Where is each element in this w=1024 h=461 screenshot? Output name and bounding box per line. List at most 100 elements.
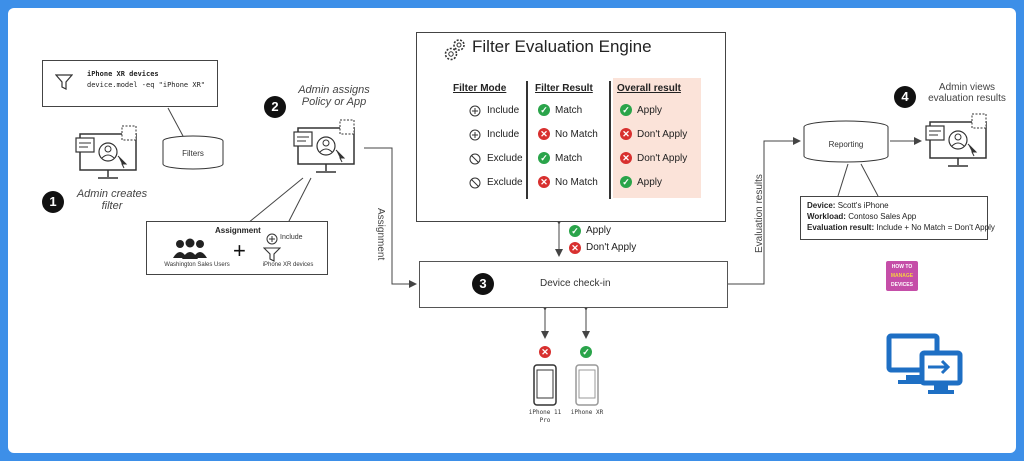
step-1-badge: 1 <box>42 191 64 213</box>
step-1-line1: Admin creates <box>76 188 148 200</box>
phone2-status-check-icon: ✓ <box>580 346 592 358</box>
assignment-box: Assignment Washington Sales Users + Incl… <box>146 221 328 275</box>
x-circle-icon: ✕ <box>538 128 550 140</box>
admin-computer-icon <box>75 125 137 179</box>
legend-apply-check-icon: ✓ <box>569 225 581 237</box>
report-callout-line-2 <box>860 163 879 197</box>
assign-callout-line <box>247 177 304 224</box>
row-1-overall: Apply <box>637 105 663 116</box>
info-eval-value: Include + No Match = Don't Apply <box>876 223 995 232</box>
step-4-badge: 4 <box>894 86 916 108</box>
assignment-title: Assignment <box>215 226 261 235</box>
assignment-plus: + <box>233 238 246 263</box>
phone1-label: iPhone 11 Pro <box>522 409 568 425</box>
assignment-group-label: Washington Sales Users <box>164 262 230 268</box>
info-device-key: Device: <box>807 201 836 210</box>
check-circle-icon: ✓ <box>538 152 550 164</box>
step-4-caption: Admin views evaluation results <box>922 82 1012 104</box>
filters-database-icon <box>162 135 224 170</box>
info-workload-row: Workload: Contoso Sales App <box>807 212 916 221</box>
reporting-label: Reporting <box>828 140 864 149</box>
remote-desktop-icon <box>886 333 963 394</box>
logo-line3: DEVICES <box>891 282 913 288</box>
row-3-overall: Don't Apply <box>637 153 688 164</box>
info-eval-key: Evaluation result: <box>807 223 875 232</box>
connector-lines <box>167 107 922 339</box>
info-device-value: Scott's iPhone <box>837 201 889 210</box>
step-2-caption: Admin assigns Policy or App <box>292 84 376 108</box>
step-3-badge: 3 <box>472 273 494 295</box>
phone1-label-line1: iPhone 11 <box>528 409 562 416</box>
step-4-line1: Admin views <box>938 82 996 93</box>
assignment-arrow-label: Assignment <box>375 208 386 261</box>
logo-line2: MANAGE <box>890 273 914 279</box>
evaluation-arrow <box>727 137 801 285</box>
step-2-line1: Admin assigns <box>298 84 370 96</box>
phone-iphone11pro-icon <box>533 364 557 406</box>
x-circle-icon: ✕ <box>538 176 550 188</box>
filter-evaluation-engine: Filter Evaluation Engine Filter Mode Fil… <box>416 32 726 222</box>
step-1-line2: filter <box>101 200 123 212</box>
assignment-arrow <box>364 147 417 288</box>
callout-tail-line <box>167 107 184 137</box>
assignment-include-label: Include <box>280 234 303 241</box>
row-4-result: No Match <box>555 177 598 188</box>
report-callout-line <box>837 163 849 197</box>
x-circle-icon: ✕ <box>620 152 632 164</box>
header-filter-result: Filter Result <box>535 83 593 94</box>
prohibited-icon <box>469 153 481 165</box>
legend-apply-label: Apply <box>586 225 612 236</box>
include-plus-circle-icon <box>266 233 278 245</box>
step-4-line2: evaluation results <box>928 93 1006 104</box>
step-2-badge: 2 <box>264 96 286 118</box>
row-1-result: Match <box>555 105 583 116</box>
check-circle-icon: ✓ <box>620 176 632 188</box>
step-2-line2: Policy or App <box>301 96 367 108</box>
phone1-status-x-icon: ✕ <box>539 346 551 358</box>
legend-dontapply-x-icon: ✕ <box>569 242 581 254</box>
reporting-database-icon <box>803 120 889 163</box>
row-2-overall: Don't Apply <box>637 129 688 140</box>
phone2-label: iPhone XR <box>570 409 604 416</box>
row-4-mode: Exclude <box>487 177 523 188</box>
row-3-result: Match <box>555 153 583 164</box>
device-checkin-label: Device check-in <box>540 278 611 289</box>
admin-views-computer-icon <box>925 113 987 167</box>
gears-icon <box>444 39 465 61</box>
check-circle-icon: ✓ <box>620 104 632 116</box>
assignment-devices-label: iPhone XR devices <box>262 262 314 268</box>
row-2-result: No Match <box>555 129 598 140</box>
diagram-canvas: iPhone XR devices device.model -eq "iPho… <box>8 8 1016 453</box>
info-eval-row: Evaluation result: Include + No Match = … <box>807 223 995 232</box>
users-group-icon <box>173 238 207 259</box>
plus-circle-icon <box>469 129 481 141</box>
filter-callout-line2: device.model -eq "iPhone XR" <box>87 81 206 89</box>
info-workload-key: Workload: <box>807 212 846 221</box>
assign-callout-line-2 <box>287 177 312 224</box>
check-circle-icon: ✓ <box>538 104 550 116</box>
filter-funnel-icon <box>55 74 73 90</box>
howto-logo: HOW TO MANAGE DEVICES <box>886 261 918 291</box>
logo-line1: HOW TO <box>891 264 913 270</box>
header-overall-result: Overall result <box>617 83 681 94</box>
column-divider-1 <box>526 81 528 199</box>
admin-assign-computer-icon <box>293 119 355 173</box>
x-circle-icon: ✕ <box>620 128 632 140</box>
column-divider-2 <box>609 81 611 199</box>
filter-funnel-small-icon <box>263 247 281 262</box>
filter-callout: iPhone XR devices device.model -eq "iPho… <box>42 60 218 107</box>
filter-callout-line1: iPhone XR devices <box>87 70 159 78</box>
header-filter-mode: Filter Mode <box>453 83 507 94</box>
step-1-caption: Admin creates filter <box>72 188 152 212</box>
prohibited-icon <box>469 177 481 189</box>
row-3-mode: Exclude <box>487 153 523 164</box>
evaluation-info-box: Device: Scott's iPhone Workload: Contoso… <box>800 196 995 240</box>
filters-db-label: Filters <box>182 149 204 158</box>
plus-circle-icon <box>469 105 481 117</box>
info-workload-value: Contoso Sales App <box>848 212 917 221</box>
row-1-mode: Include <box>487 105 520 116</box>
legend-dontapply-label: Don't Apply <box>586 242 637 253</box>
info-device-row: Device: Scott's iPhone <box>807 201 889 210</box>
row-2-mode: Include <box>487 129 520 140</box>
evaluation-arrow-label: Evaluation results <box>754 174 765 253</box>
